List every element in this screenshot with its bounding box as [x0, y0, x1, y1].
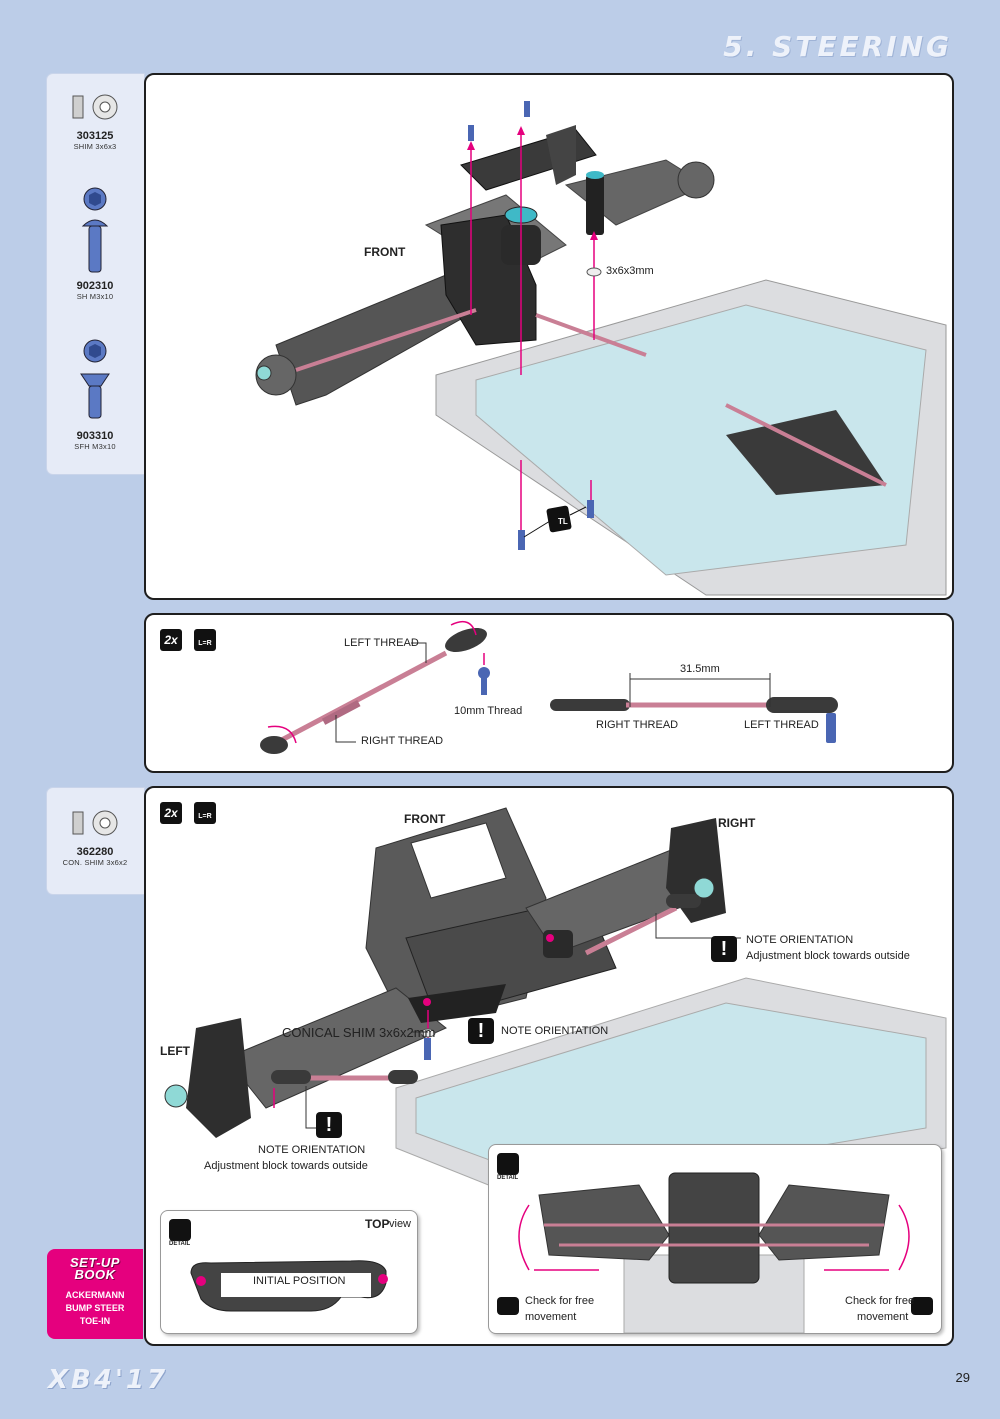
dimension-label: 31.5mm: [680, 663, 720, 675]
steering-bellcrank: [408, 984, 506, 1023]
bulkhead: [668, 1172, 760, 1284]
top-view-rest: view: [389, 1218, 412, 1230]
shim-icon: [586, 267, 602, 277]
magnifier-icon: [169, 1219, 191, 1241]
turnbuckle-rod: [274, 650, 448, 746]
note-sub-left: Adjustment block towards outside: [204, 1160, 368, 1172]
swing-arrow-left: [518, 1204, 530, 1271]
ball-cup-right-b: [766, 697, 838, 713]
step1-illustration: [255, 101, 947, 596]
step1-panel: FRONT 3x6x3mm TL: [144, 73, 954, 600]
part-362280: 362280 CON. SHIM 3x6x2: [62, 846, 128, 867]
screw-icon: [518, 530, 525, 550]
turnbuckle-illustration: [260, 620, 838, 754]
front-label: FRONT: [404, 812, 446, 826]
arm-left: [538, 1184, 670, 1261]
setup-item-toe-in: TOE-IN: [79, 1316, 111, 1326]
initial-position-label: INITIAL POSITION: [253, 1275, 346, 1287]
detail-word: DETAIL: [169, 1241, 191, 1247]
warning-icon: !: [711, 936, 737, 962]
check-left-line2: movement: [525, 1311, 577, 1323]
part-903310: 903310 SFH M3x10: [74, 430, 116, 451]
tool-icon: [546, 505, 572, 533]
brand-logo: XB4'17: [48, 1365, 169, 1395]
tie-rod-right: [584, 905, 678, 956]
steering-post: [586, 175, 604, 235]
part-303125: 303125 SHIM 3x6x3: [73, 130, 117, 151]
rotate-arrow: [450, 620, 477, 636]
page-title: 5. STEERING: [723, 30, 952, 63]
check-left-line1: Check for free: [525, 1295, 595, 1307]
right-thread-label: RIGHT THREAD: [361, 735, 444, 747]
check-icon-left: [497, 1297, 519, 1315]
initial-position-hole: [196, 1276, 206, 1286]
arm-right: [758, 1184, 890, 1261]
tie-rod-center: [535, 313, 647, 357]
quantity-badge: 2x: [160, 629, 182, 651]
free-movement-illustration: [497, 1172, 933, 1333]
step3-panel: 2x L=R FRO: [144, 786, 954, 1346]
parts-sidebar-top: 303125 SHIM 3x6x3 902310 SH M3x10 903310…: [47, 74, 144, 474]
note-title-right: NOTE ORIENTATION: [746, 934, 854, 946]
hub-left: [255, 354, 297, 396]
tool-label: TL: [558, 517, 568, 526]
shim-dimension-label: 3x6x3mm: [606, 265, 654, 277]
right-label: RIGHT: [718, 816, 756, 830]
left-thread-label-b: LEFT THREAD: [744, 719, 819, 731]
shim-side-icon: [72, 95, 84, 119]
ball-cup-right: [445, 627, 487, 653]
conical-shim-side-icon: [72, 811, 84, 835]
detail-word: DETAIL: [497, 1175, 519, 1181]
conical-shim-label: CONICAL SHIM 3x6x2mm: [282, 1025, 436, 1040]
swing-arrow-right: [898, 1204, 910, 1271]
ten-mm-thread-label: 10mm Thread: [454, 705, 523, 717]
left-right-same-icon: L=R: [194, 802, 216, 824]
note-sub-right: Adjustment block towards outside: [746, 950, 910, 962]
check-right-line1: Check for free: [845, 1295, 915, 1307]
flat-head-screw-side-icon: [80, 373, 110, 387]
part-902310: 902310 SH M3x10: [76, 280, 114, 301]
rotate-arrow: [267, 725, 297, 744]
setup-item-bump-steer: BUMP STEER: [65, 1303, 125, 1313]
screw-icon: [468, 125, 474, 141]
hub-right: [677, 161, 715, 199]
left-label: LEFT: [160, 1044, 190, 1058]
ball-cup-left-b: [550, 699, 630, 711]
ball-cup-left: [260, 736, 288, 754]
quantity-badge: 2x: [160, 802, 182, 824]
setup-book-title1: SET-UP: [70, 1255, 120, 1270]
warning-icon: !: [468, 1018, 494, 1044]
button-head-screw-side-icon: [81, 219, 109, 227]
check-right-line2: movement: [857, 1311, 909, 1323]
detail-movement-inset: DETAIL Check for free movement Check for…: [488, 1144, 942, 1334]
front-label: FRONT: [364, 245, 406, 259]
setup-book-tab: SET-UP BOOK ACKERMANN BUMP STEER TOE-IN: [47, 1249, 143, 1339]
right-thread-label-b: RIGHT THREAD: [596, 719, 679, 731]
note-title-left: NOTE ORIENTATION: [258, 1144, 366, 1156]
left-thread-label: LEFT THREAD: [344, 637, 419, 649]
initial-position-hole: [378, 1274, 388, 1284]
parts-sidebar-bottom: 362280 CON. SHIM 3x6x2: [47, 788, 144, 894]
setup-book-title2: BOOK: [74, 1267, 116, 1282]
page-number: 29: [955, 1370, 970, 1385]
left-right-same-icon: L=R: [194, 629, 216, 651]
top-view-bold: TOP: [365, 1217, 390, 1231]
step2-panel: 2x L=R LEFT THREAD RIGHT THREAD 10mm Thr…: [144, 613, 954, 773]
magnifier-icon: [497, 1153, 519, 1175]
tie-rod-left: [295, 308, 477, 372]
parts-illustrations: [72, 810, 118, 836]
battery-brace: [726, 410, 886, 495]
screw-icon: [524, 101, 530, 117]
steering-block-left: [186, 1018, 251, 1138]
detail-top-view-inset: DETAIL TOP view INITIAL POSITION: [160, 1210, 418, 1334]
warning-icon: !: [316, 1112, 342, 1138]
conical-shim-icon: [420, 1028, 436, 1038]
setup-item-ackermann: ACKERMANN: [65, 1290, 125, 1300]
screw-icon: [587, 500, 594, 518]
bellcrank-top-view: [190, 1260, 388, 1312]
parts-illustrations: [72, 94, 118, 419]
steering-arm: [543, 930, 573, 958]
note-center-label: NOTE ORIENTATION: [501, 1025, 609, 1037]
check-icon-right: [911, 1297, 933, 1315]
